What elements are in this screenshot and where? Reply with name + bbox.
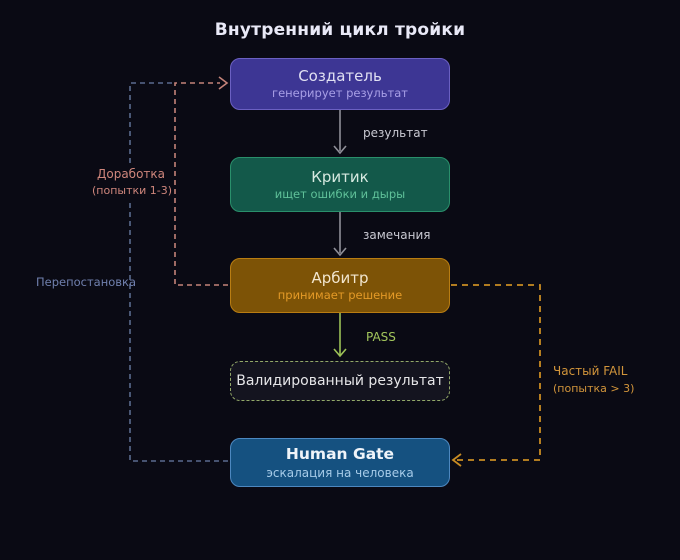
edge-label-pass: PASS <box>366 330 396 344</box>
edge-creator-to-critic-arrowhead-icon <box>333 145 347 155</box>
edge-arbiter-to-validated-arrowhead-icon <box>333 348 347 358</box>
node-validated-result: Валидированный результат <box>230 361 450 401</box>
edge-label-rework-note: (попытки 1-3) <box>92 184 173 197</box>
node-human-gate: Human Gate эскалация на человека <box>230 438 450 487</box>
node-critic-title: Критик <box>311 167 369 186</box>
edge-frequent-fail-arrowhead-icon <box>451 453 462 467</box>
edge-label-frequent-fail: Частый FAIL (попытка > 3) <box>553 364 634 395</box>
edge-rework-arrowhead-icon <box>218 76 229 90</box>
edge-label-rework: Доработка (попытки 1-3) <box>92 166 173 199</box>
edge-reassignment-dashed <box>129 82 228 462</box>
node-creator: Создатель генерирует результат <box>230 58 450 110</box>
node-critic: Критик ищет ошибки и дыры <box>230 157 450 212</box>
edge-label-frequent-fail-title: Частый FAIL <box>553 364 628 378</box>
node-human-gate-title: Human Gate <box>285 445 395 463</box>
node-arbiter-title: Арбитр <box>311 268 369 287</box>
diagram-title: Внутренний цикл тройки <box>214 20 466 40</box>
edge-label-reassignment: Перепостановка <box>36 275 137 289</box>
edge-rework-dashed <box>174 82 228 286</box>
edge-label-result: результат <box>363 126 428 140</box>
edge-label-frequent-fail-note: (попытка > 3) <box>553 382 635 395</box>
node-arbiter-subtitle: принимает решение <box>277 287 403 302</box>
node-human-gate-subtitle: эскалация на человека <box>266 465 414 480</box>
node-arbiter: Арбитр принимает решение <box>230 258 450 313</box>
node-validated-result-title: Валидированный результат <box>236 372 444 389</box>
edge-label-remarks: замечания <box>363 228 431 242</box>
edge-critic-to-arbiter-arrowhead-icon <box>333 247 347 257</box>
node-creator-subtitle: генерирует результат <box>272 86 408 101</box>
node-creator-title: Создатель <box>298 67 382 86</box>
edge-label-rework-title: Доработка <box>96 167 166 181</box>
node-critic-subtitle: ищет ошибки и дыры <box>274 186 406 201</box>
edge-frequent-fail-dashed <box>451 284 541 461</box>
